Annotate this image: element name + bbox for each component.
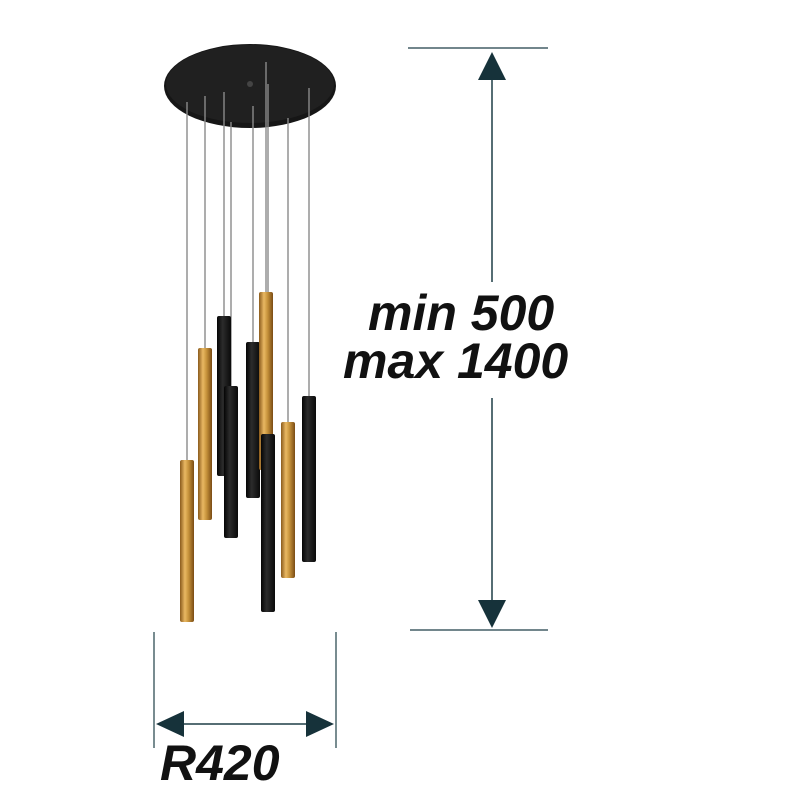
pendant-tubes xyxy=(180,292,316,622)
pendant-tube-gold xyxy=(198,348,212,520)
pendant-tube-black xyxy=(246,342,260,498)
height-max-label: max 1400 xyxy=(343,333,569,389)
arrow-down-icon xyxy=(478,600,506,628)
arrow-right-icon xyxy=(306,711,334,737)
pendant-tube-black xyxy=(261,434,275,612)
width-dimension xyxy=(153,632,337,748)
height-min-label: min 500 xyxy=(368,285,555,341)
pendant-tube-gold xyxy=(259,292,273,470)
pendant-tube-black xyxy=(302,396,316,562)
pendant-tube-gold xyxy=(180,460,194,622)
ceiling-canopy xyxy=(164,44,336,128)
width-radius-label: R420 xyxy=(160,735,280,791)
arrow-left-icon xyxy=(156,711,184,737)
pendant-tube-gold xyxy=(281,422,295,578)
arrow-up-icon xyxy=(478,52,506,80)
pendant-tube-black xyxy=(224,386,238,538)
height-dimension xyxy=(408,47,548,631)
